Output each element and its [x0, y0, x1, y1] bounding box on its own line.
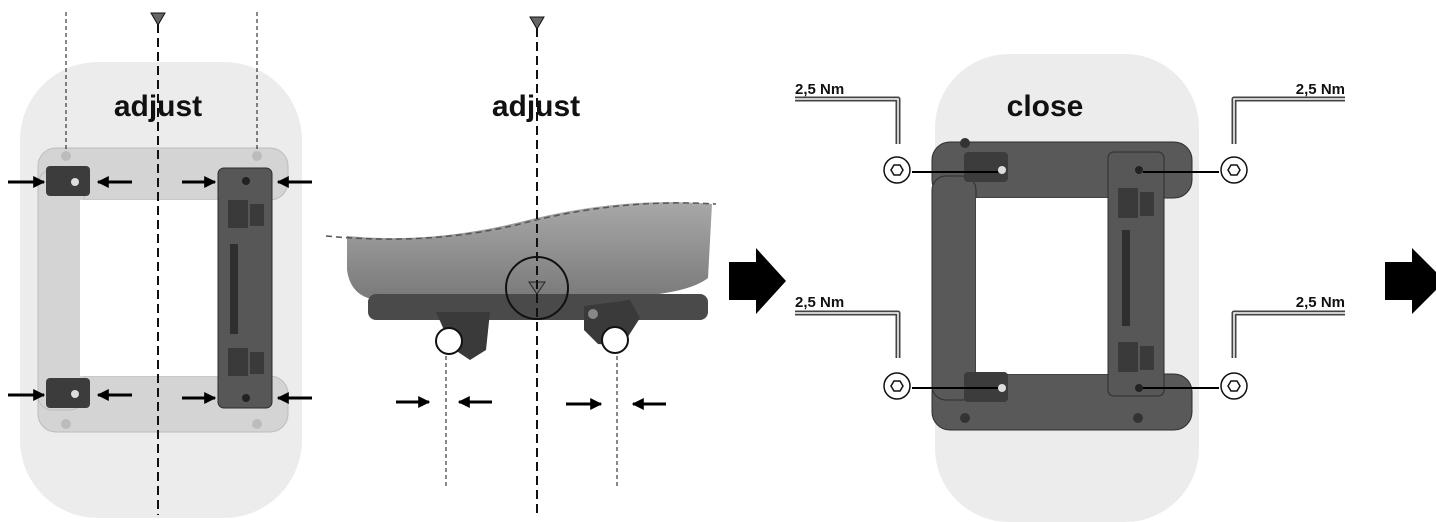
- panel-label: adjust: [114, 90, 202, 123]
- clamp-jaw-left: [435, 312, 490, 360]
- center-marker-icon: [529, 16, 545, 30]
- panel-2-adjust-side-view: adjust: [325, 16, 717, 515]
- screw-icon: [1135, 166, 1143, 174]
- mounting-plate-inner-cutout: [976, 198, 1114, 374]
- torque-label: 2,5 Nm: [795, 81, 844, 98]
- mounting-plate: [1107, 151, 1165, 397]
- adjust-arrows: [396, 396, 666, 410]
- clamp-left: [46, 166, 90, 408]
- panel-label: close: [1007, 90, 1084, 123]
- seat-cushion-dashed-outline: [325, 202, 717, 240]
- panel-3-close-top-view: 2,5 Nm 2,5 Nm 2,5 Nm 2,5 Nm close: [795, 54, 1345, 522]
- seat-shell-side: [347, 202, 712, 298]
- mounting-plate-inner-cutout: [80, 200, 230, 376]
- rotate-icon: [883, 156, 1248, 400]
- screw-icon: [71, 390, 79, 398]
- panel-1-adjust-top-view: adjust: [8, 12, 312, 518]
- torque-label: 2,5 Nm: [1296, 294, 1345, 311]
- screw-icon: [71, 178, 79, 186]
- mounting-plate: [217, 167, 273, 409]
- screw-icon: [998, 384, 1006, 392]
- screw-icon: [998, 166, 1006, 174]
- torque-label: 2,5 Nm: [795, 294, 844, 311]
- leader-lines: [912, 171, 1219, 389]
- center-marker-icon: [150, 12, 166, 26]
- screw-icon: [1135, 384, 1143, 392]
- clamp-jaw-right: [584, 300, 640, 354]
- adjust-arrows: [8, 176, 312, 404]
- step-arrow-icon: [1385, 248, 1436, 314]
- torque-label: 2,5 Nm: [1296, 81, 1345, 98]
- panel-label: adjust: [492, 90, 580, 123]
- step-arrow-icon: [729, 248, 786, 314]
